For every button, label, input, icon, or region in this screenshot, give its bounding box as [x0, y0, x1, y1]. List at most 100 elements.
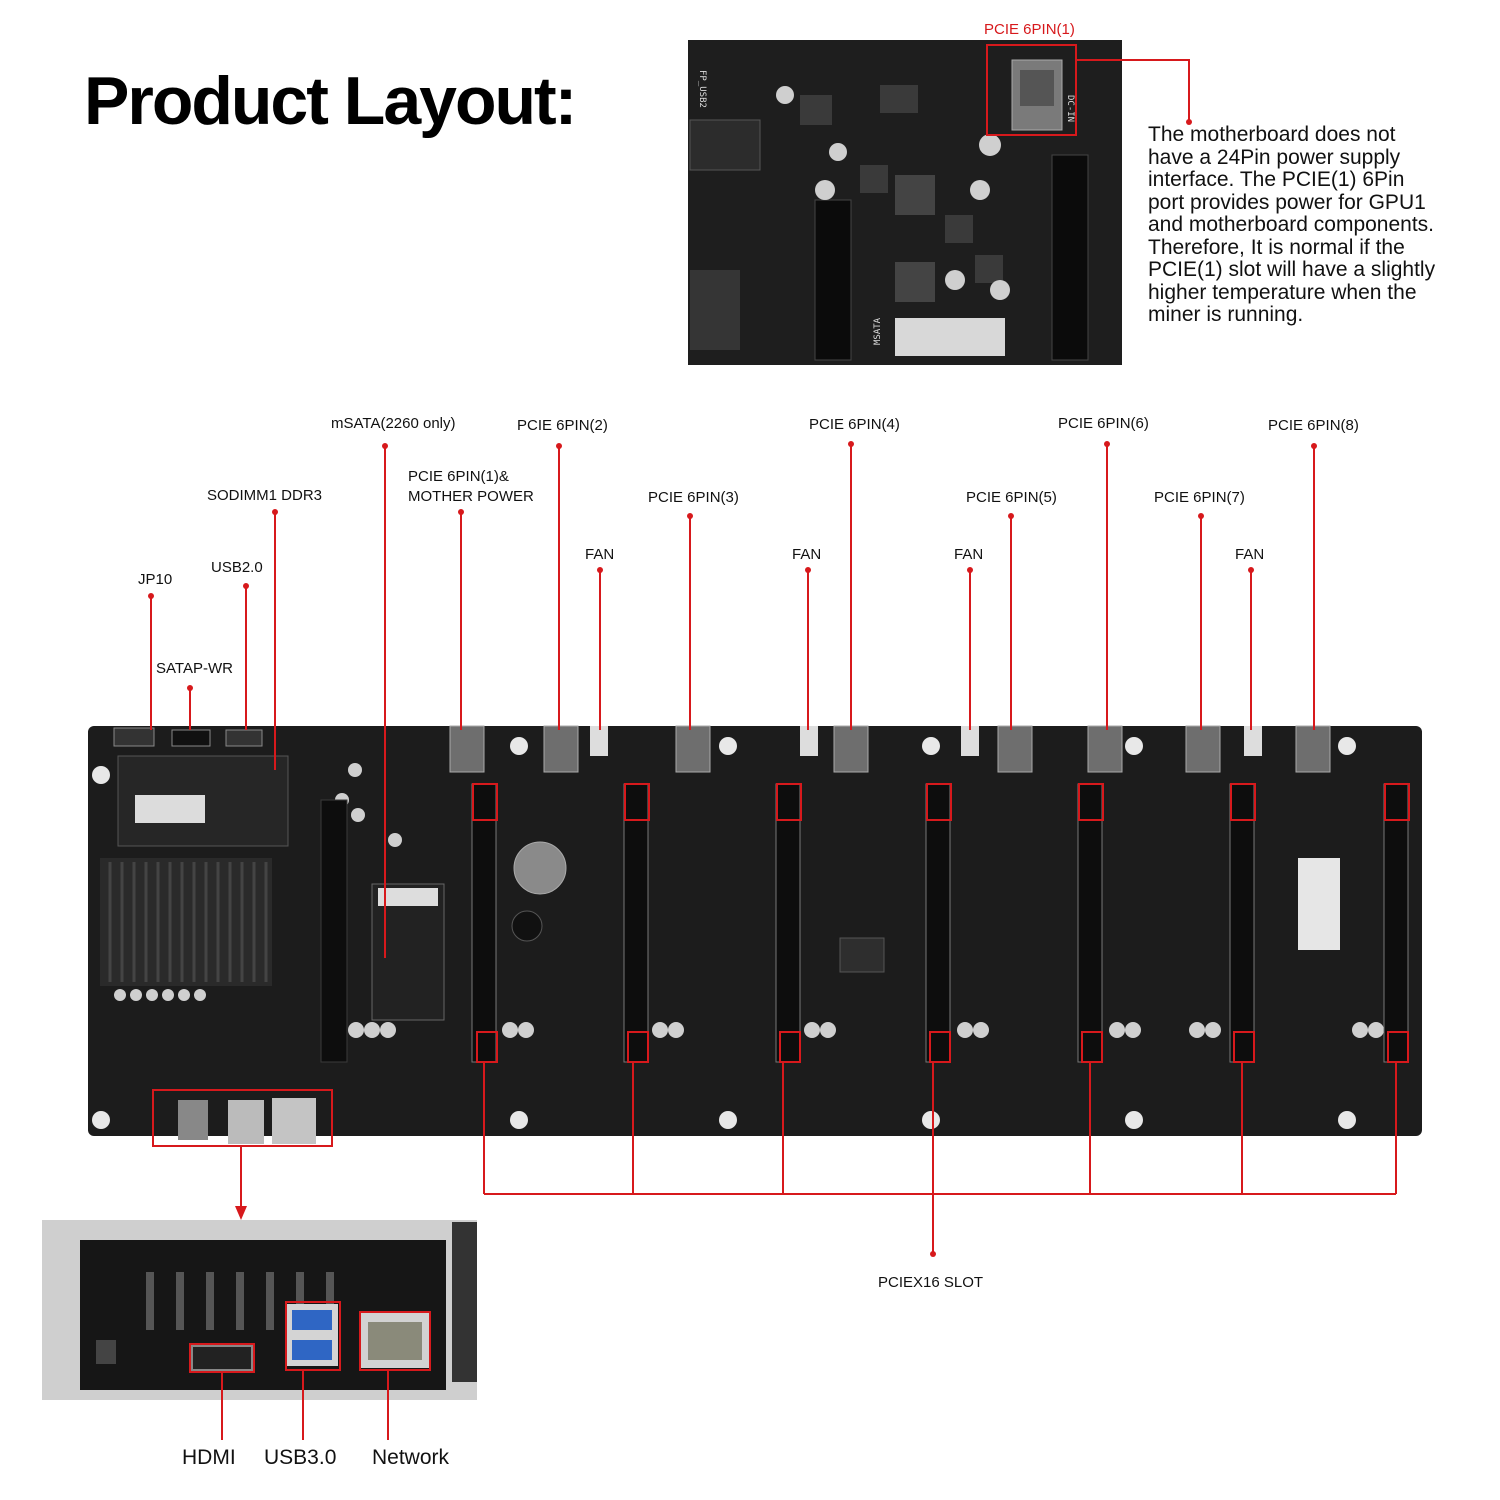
- inset-msata-slot: [689, 119, 761, 171]
- inset-pcie-slot-1: [814, 199, 852, 361]
- pcie-6pin-7-connector: [1185, 725, 1221, 773]
- inset-inductor-2r2: [895, 262, 935, 302]
- pcie-slot-0: [320, 799, 348, 1063]
- callout-dots: [148, 441, 1317, 691]
- inset-chip: [945, 215, 973, 243]
- inset-capacitor: [829, 143, 847, 161]
- capacitors: [114, 763, 1384, 1038]
- label-pcie5: PCIE 6PIN(5): [966, 489, 1057, 506]
- label-msata: mSATA(2260 only): [331, 415, 456, 432]
- label-pcie1-line1: PCIE 6PIN(1)&: [408, 468, 509, 485]
- inset-callout-line: [1076, 59, 1190, 122]
- inset-silkscreen-fpusb: FP_USB2: [697, 70, 707, 108]
- memory-label: [135, 795, 205, 823]
- label-pciex16: PCIEX16 SLOT: [878, 1274, 983, 1291]
- io-callout-box-network: [359, 1311, 431, 1371]
- pcie-6pin-5-connector: [997, 725, 1033, 773]
- label-network: Network: [372, 1446, 450, 1469]
- hdmi-port: [178, 1100, 208, 1140]
- inset-silkscreen-dcin: DC-IN: [1065, 95, 1075, 122]
- mounting-holes: [92, 737, 1356, 1129]
- controller-chip: [839, 937, 885, 973]
- inset-chip: [880, 85, 918, 113]
- label-fan-2: FAN: [792, 546, 821, 563]
- inset-capacitor: [990, 280, 1010, 300]
- io-callout-box-usb30: [285, 1301, 341, 1371]
- jp10-header: [113, 727, 155, 747]
- inset-capacitor: [979, 134, 1001, 156]
- inset-callout-dot: [1186, 119, 1192, 125]
- label-satapwr: SATAP-WR: [156, 660, 233, 677]
- fan-connector-4: [1244, 726, 1262, 756]
- inset-capacitor: [776, 86, 794, 104]
- pciex16-dot: [930, 1251, 936, 1257]
- inset-capacitor: [945, 270, 965, 290]
- label-pcie2: PCIE 6PIN(2): [517, 417, 608, 434]
- inset-pcie-slot-2: [1051, 154, 1089, 361]
- pcie-slot-2: [623, 783, 649, 1063]
- ethernet-port: [272, 1098, 316, 1144]
- pcie-slot-5: [1077, 783, 1103, 1063]
- buzzer: [511, 910, 543, 942]
- label-pcie8: PCIE 6PIN(8): [1268, 417, 1359, 434]
- label-pcie3: PCIE 6PIN(3): [648, 489, 739, 506]
- pcie-6pin-2-connector: [543, 725, 579, 773]
- label-fan-1: FAN: [585, 546, 614, 563]
- io-inset-usb30-port-1: [292, 1310, 332, 1330]
- inset-chip: [860, 165, 888, 193]
- inset-photo-top: DC-IN MSATA FP_USB2: [688, 40, 1192, 365]
- label-sodimm: SODIMM1 DDR3: [207, 487, 322, 504]
- label-usb20: USB2.0: [211, 559, 263, 576]
- pcie-6pin-6-connector: [1087, 725, 1123, 773]
- inset-inductor-4r7: [895, 175, 935, 215]
- io-inset-button: [96, 1340, 116, 1364]
- pcie1-power-note: The motherboard does not have a 24Pin po…: [1148, 123, 1436, 326]
- fan-connector-3: [961, 726, 979, 756]
- label-pcie1-line2: MOTHER POWER: [408, 488, 534, 505]
- pcie-slot-4: [925, 783, 951, 1063]
- board-sticker: [1298, 858, 1340, 950]
- inset-capacitor: [970, 180, 990, 200]
- pcie-slot-1: [471, 783, 497, 1063]
- inset-photo-io: [42, 1220, 477, 1400]
- usb30-port: [228, 1100, 264, 1144]
- pcie-6pin-1-connector: [449, 725, 485, 773]
- inset-capacitor: [815, 180, 835, 200]
- label-usb30: USB3.0: [264, 1446, 336, 1469]
- cmos-battery: [513, 841, 567, 895]
- io-callout-arrow-head: [235, 1206, 247, 1220]
- heatsink-fins: [108, 862, 268, 982]
- pcie-slots: [320, 783, 1409, 1063]
- pcie-6pin-8-connector: [1295, 725, 1331, 773]
- inset-msata-label: [895, 318, 1005, 356]
- pcie-6pin-4-connector: [833, 725, 869, 773]
- io-callout-box: [152, 1089, 333, 1147]
- motherboard: [88, 726, 1422, 1144]
- inset-chip: [800, 95, 832, 125]
- label-fan-4: FAN: [1235, 546, 1264, 563]
- label-pcie6: PCIE 6PIN(6): [1058, 415, 1149, 432]
- inset-callout-box: [986, 44, 1077, 136]
- io-inset-hdmi-port: [191, 1345, 253, 1371]
- callout-lines: [150, 444, 1315, 958]
- io-inset-usb30-port-2: [292, 1340, 332, 1360]
- pcie-6pin-3-connector: [675, 725, 711, 773]
- pcie-slot-7: [1383, 783, 1409, 1063]
- fan-connector-2: [800, 726, 818, 756]
- page-title: Product Layout:: [84, 63, 575, 139]
- inset-6pin-housing: [1020, 70, 1054, 106]
- label-pcie4: PCIE 6PIN(4): [809, 416, 900, 433]
- pciex16-bracket: [472, 783, 1410, 1254]
- usb20-header: [225, 729, 263, 747]
- label-pcie7: PCIE 6PIN(7): [1154, 489, 1245, 506]
- pcie-power-connectors: [449, 725, 1331, 773]
- satapwr-connector: [171, 729, 211, 747]
- io-inset-side-slot: [452, 1222, 477, 1382]
- cpu-heatsink: [100, 858, 272, 986]
- pcie-slot-6: [1229, 783, 1255, 1063]
- inset-memory-module: [690, 270, 740, 350]
- msata-label: [378, 888, 438, 906]
- label-jp10: JP10: [138, 571, 172, 588]
- pcie-slot-3: [775, 783, 801, 1063]
